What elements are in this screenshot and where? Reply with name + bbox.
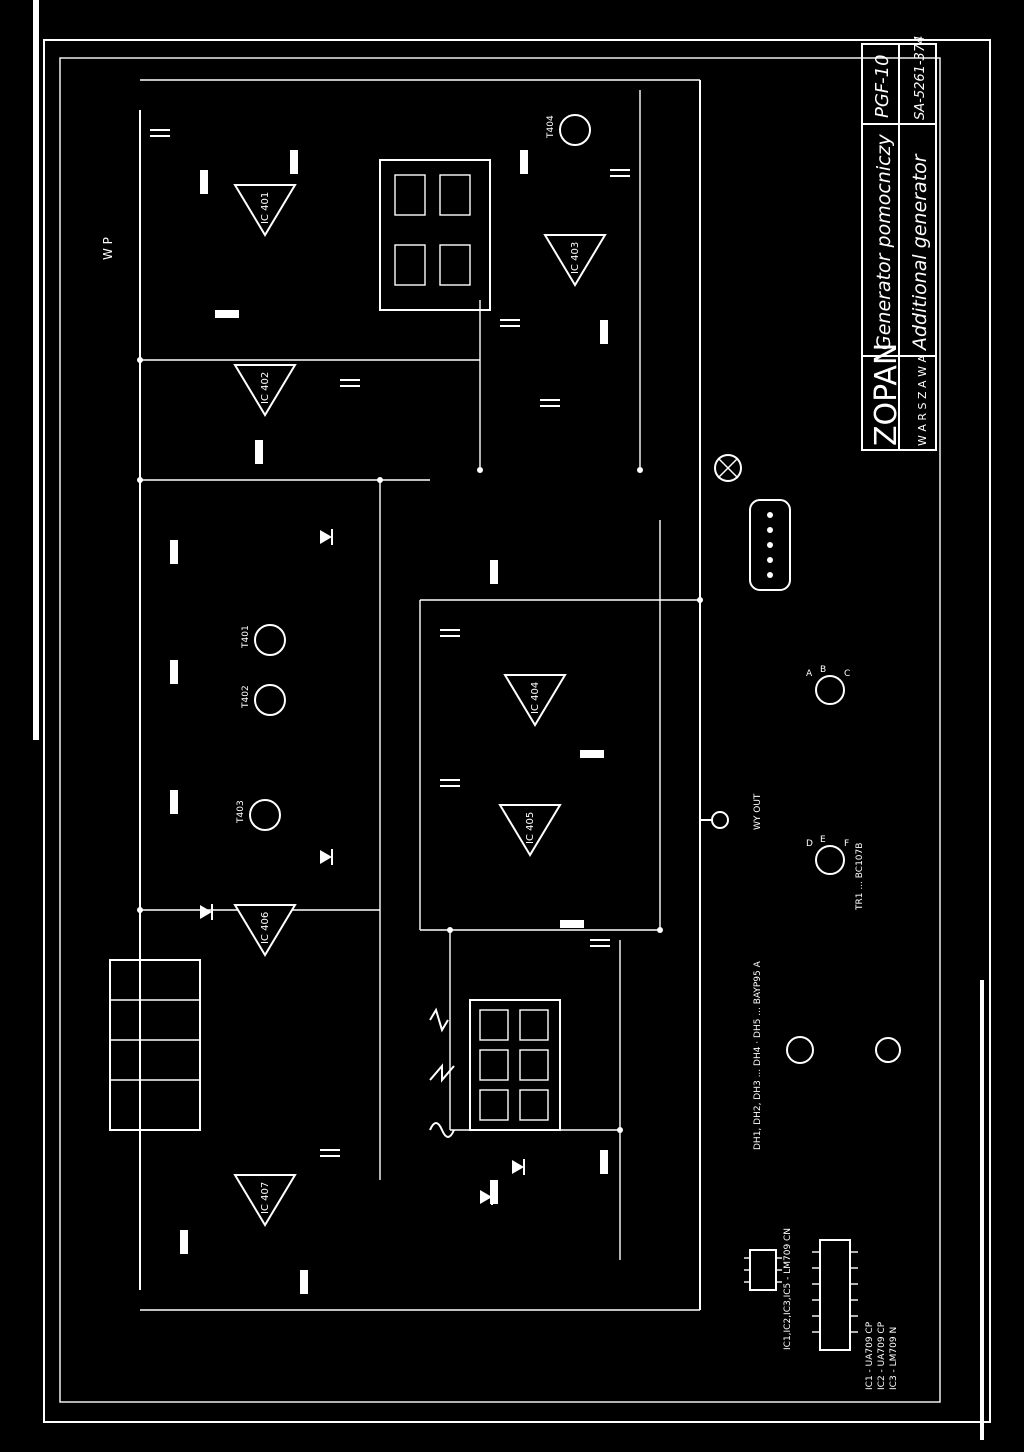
range-switch-left [109,959,201,1131]
t403-label: T403 [236,800,246,824]
note-ic-2: IC2 - UA709 CP [877,1321,887,1390]
t401-label: T401 [241,625,251,649]
ic402-label: IC 402 [260,372,271,404]
note-transistors: TR1 ... BC107B [855,843,865,911]
transistor-t404: T404 [546,114,591,146]
opamp-ic404: IC 404 [503,674,567,727]
dsub-connector [749,499,791,591]
drawing-number-text: SA-5261-374 [913,36,928,120]
opamp-ic407: IC 407 [233,1174,297,1227]
company-logo-text: ZOPAN [869,343,904,446]
title-polish: Generator pomocniczy [873,133,895,350]
switch-block-bottom [469,999,561,1131]
pin-b: B [820,665,826,675]
note-ic-types: IC1,IC2,IC3,IC5 - LM709 CN [783,1228,793,1350]
opamp-ic403: IC 403 [543,234,607,287]
title-block: PGF-10 SA-5261-374 Generator pomocniczy … [861,36,937,451]
opamp-ic402: IC 402 [233,364,297,417]
pinout-drawings [786,675,901,1064]
pin-d: D [806,839,813,849]
ic401-label: IC 401 [260,192,271,224]
company-city-text: W A R S Z A W A [916,355,929,446]
capacitors [150,129,630,1157]
indicator-lamp [714,454,742,482]
resistors [170,150,608,1294]
ic404-label: IC 404 [530,682,541,714]
pin-a: A [806,669,813,679]
pin-e: E [820,835,826,845]
relay-block-top [379,159,491,311]
opamp-ic406: IC 406 [233,904,297,957]
corner-mark: W P [101,237,115,260]
ic-package-dip14 [812,1239,858,1351]
opamp-ic401: IC 401 [233,184,297,237]
t402-label: T402 [241,685,251,709]
junction-dots [137,357,703,1133]
ic407-label: IC 407 [260,1182,271,1214]
pin-c: C [844,669,850,679]
transistor-t403: T403 [236,799,281,831]
pin-f: F [844,839,849,849]
note-ic-1: IC1 - UA709 CP [865,1321,875,1390]
t404-label: T404 [546,115,556,139]
supply-rails [139,79,701,1311]
output-jack: WY OUT [700,793,763,830]
waveform-symbols [429,1007,455,1138]
note-ic-3: IC3 - LM709 N [889,1327,899,1390]
note-diodes: DH1, DH2, DH3 ... DH4 · DH5 ... BAYP95 A [753,960,763,1150]
ic-package-small [744,1249,782,1291]
ic403-label: IC 403 [570,242,581,274]
opamp-ic405: IC 405 [498,804,562,857]
diodes [200,529,525,1205]
inner-border [59,57,941,1403]
transistor-t402: T402 [241,684,286,716]
transistor-t401: T401 [241,624,286,656]
output-label: WY OUT [753,793,763,830]
ic405-label: IC 405 [525,812,536,844]
model-text: PGF-10 [872,54,893,118]
ic406-label: IC 406 [260,912,271,944]
title-english: Additional generator [909,153,931,352]
drawing-border [43,39,991,1423]
